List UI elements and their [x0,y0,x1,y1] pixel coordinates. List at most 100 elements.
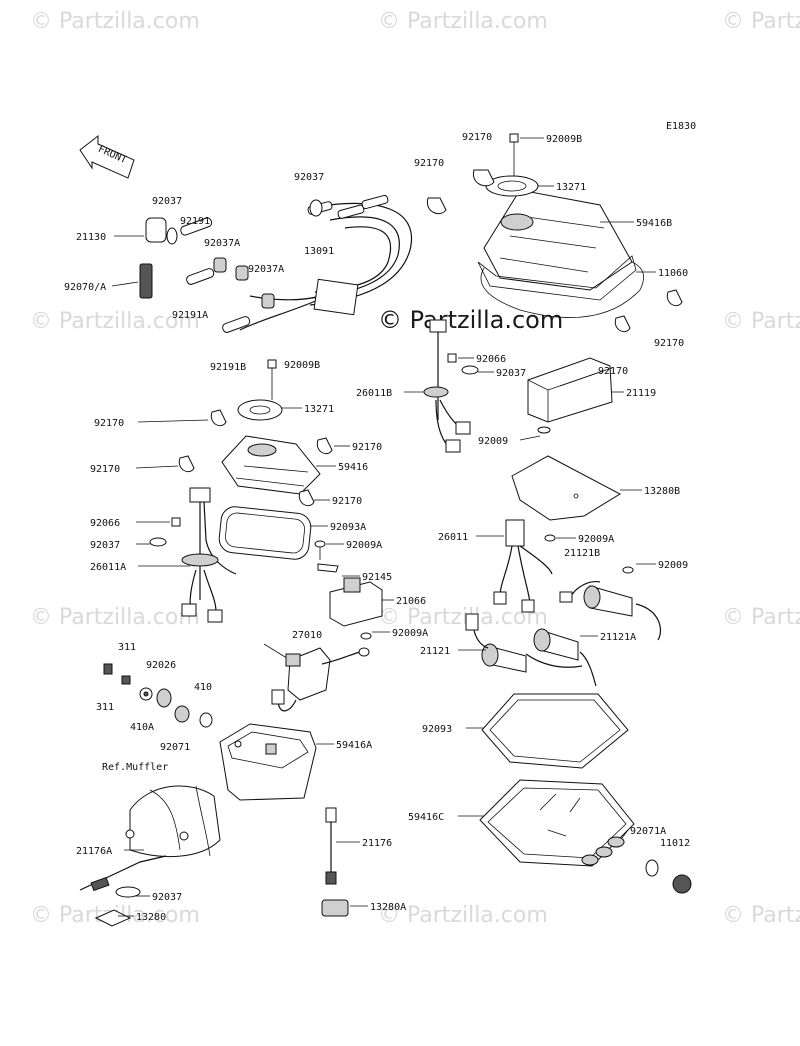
small-parts-group [103,663,213,728]
part-label: 92009A [578,534,614,545]
left-case-group [178,359,333,560]
part-label: 92170 [352,442,382,453]
part-label: 92170 [598,366,628,377]
part-label: 92066 [476,354,506,365]
watermark: © Partzilla.com [378,9,548,34]
regulator-21066 [314,540,383,627]
cdi-unit-21119 [527,357,613,434]
part-label: 92037 [90,540,120,551]
leader-line [519,435,541,441]
watermark: © Partzilla.com [722,9,800,34]
part-label: 13280B [644,486,680,497]
ignition-coil-13091 [313,278,359,316]
part-label: 92145 [362,572,392,583]
part-label: 92037 [496,368,526,379]
spark-plug [139,263,153,299]
part-label: 92170 [332,496,362,507]
muffler-group [79,785,221,927]
relay-27010 [263,632,372,712]
plug-cap-21130 [145,217,167,243]
watermark: © Partzilla.com [378,605,548,630]
part-label: 92009B [546,134,582,145]
front-arrow-icon: FRONT [79,134,135,179]
watermark-layer: © Partzilla.com © Partzilla.com © Partzi… [30,9,800,928]
part-label: 11012 [660,838,690,849]
part-label: 21066 [396,596,426,607]
part-label: 21121 [420,646,450,657]
part-label: 92009A [392,628,428,639]
part-label: 92037 [152,892,182,903]
pad-13280A [321,899,349,917]
part-label: 92009B [284,360,320,371]
watermark: © Partzilla.com [30,9,200,34]
part-label: 26011A [90,562,126,573]
part-label: 21176A [76,846,112,857]
leader-line [137,419,209,423]
part-label: 92093 [422,724,452,735]
gasket-13271 [485,175,539,197]
part-label: 21130 [76,232,106,243]
ref-muffler-label: Ref.Muffler [102,762,168,773]
part-label: 21121B [564,548,600,559]
diagram-code: E1830 [666,121,696,132]
part-label: 26011B [356,388,392,399]
part-label: 92066 [90,518,120,529]
watermark: © Partzilla.com [378,903,548,928]
part-label: 311 [96,702,114,713]
ignition-coil-21121B [559,566,662,641]
part-label: 92070/A [64,282,106,293]
part-label: 92009 [658,560,688,571]
part-label: 92037A [204,238,240,249]
part-label: 92037A [248,264,284,275]
ignition-coil-21121A [525,628,597,687]
part-label: 59416B [636,218,672,229]
part-label: 410A [130,722,154,733]
part-label: 92191A [172,310,208,321]
part-label: 92170 [654,338,684,349]
watermark: © Partzilla.com [30,605,200,630]
part-label: 26011 [438,532,468,543]
part-label: 13280 [136,912,166,923]
pad-13280 [94,909,132,927]
part-label: 311 [118,642,136,653]
part-label: 92037 [152,196,182,207]
part-label: 13091 [304,246,334,257]
part-label: 11060 [658,268,688,279]
part-label: 92170 [462,132,492,143]
plate-13280B [511,455,622,521]
harness-26011A [149,487,237,623]
part-label: 92071A [630,826,666,837]
part-label: 59416A [336,740,372,751]
case-59416C [479,779,692,894]
leader-line [135,465,179,469]
leader-line [111,281,139,287]
harness-26011 [493,519,556,613]
sensor-21176 [321,807,349,917]
watermark: © Partzilla.com [722,903,800,928]
leader-line [621,829,629,839]
case-59416A [219,723,317,801]
part-label: 21119 [626,388,656,399]
part-label: 92009 [478,436,508,447]
spark-plug-wire-group [139,194,413,333]
center-watermark: © Partzilla.com [378,306,563,334]
part-label: 92170 [90,464,120,475]
part-label: 92191B [210,362,246,373]
ignition-coil-21121 [465,613,527,673]
part-label: 92170 [414,158,444,169]
part-label: 13271 [304,404,334,415]
part-label: 21121A [600,632,636,643]
part-label: 92093A [330,522,366,533]
gasket-92093 [481,693,629,769]
leader-lines [111,137,656,917]
watermark: © Partzilla.com [30,309,200,334]
part-labels: 92170 92009B 13271 59416B 11060 92170 92037 921… [64,132,690,923]
harness-26011B [423,319,479,453]
watermark: © Partzilla.com [722,605,800,630]
gasket-92093A [218,506,312,560]
part-label: 92026 [146,660,176,671]
part-label: 13271 [556,182,586,193]
watermark: © Partzilla.com [722,309,800,334]
part-label: 92009A [346,540,382,551]
